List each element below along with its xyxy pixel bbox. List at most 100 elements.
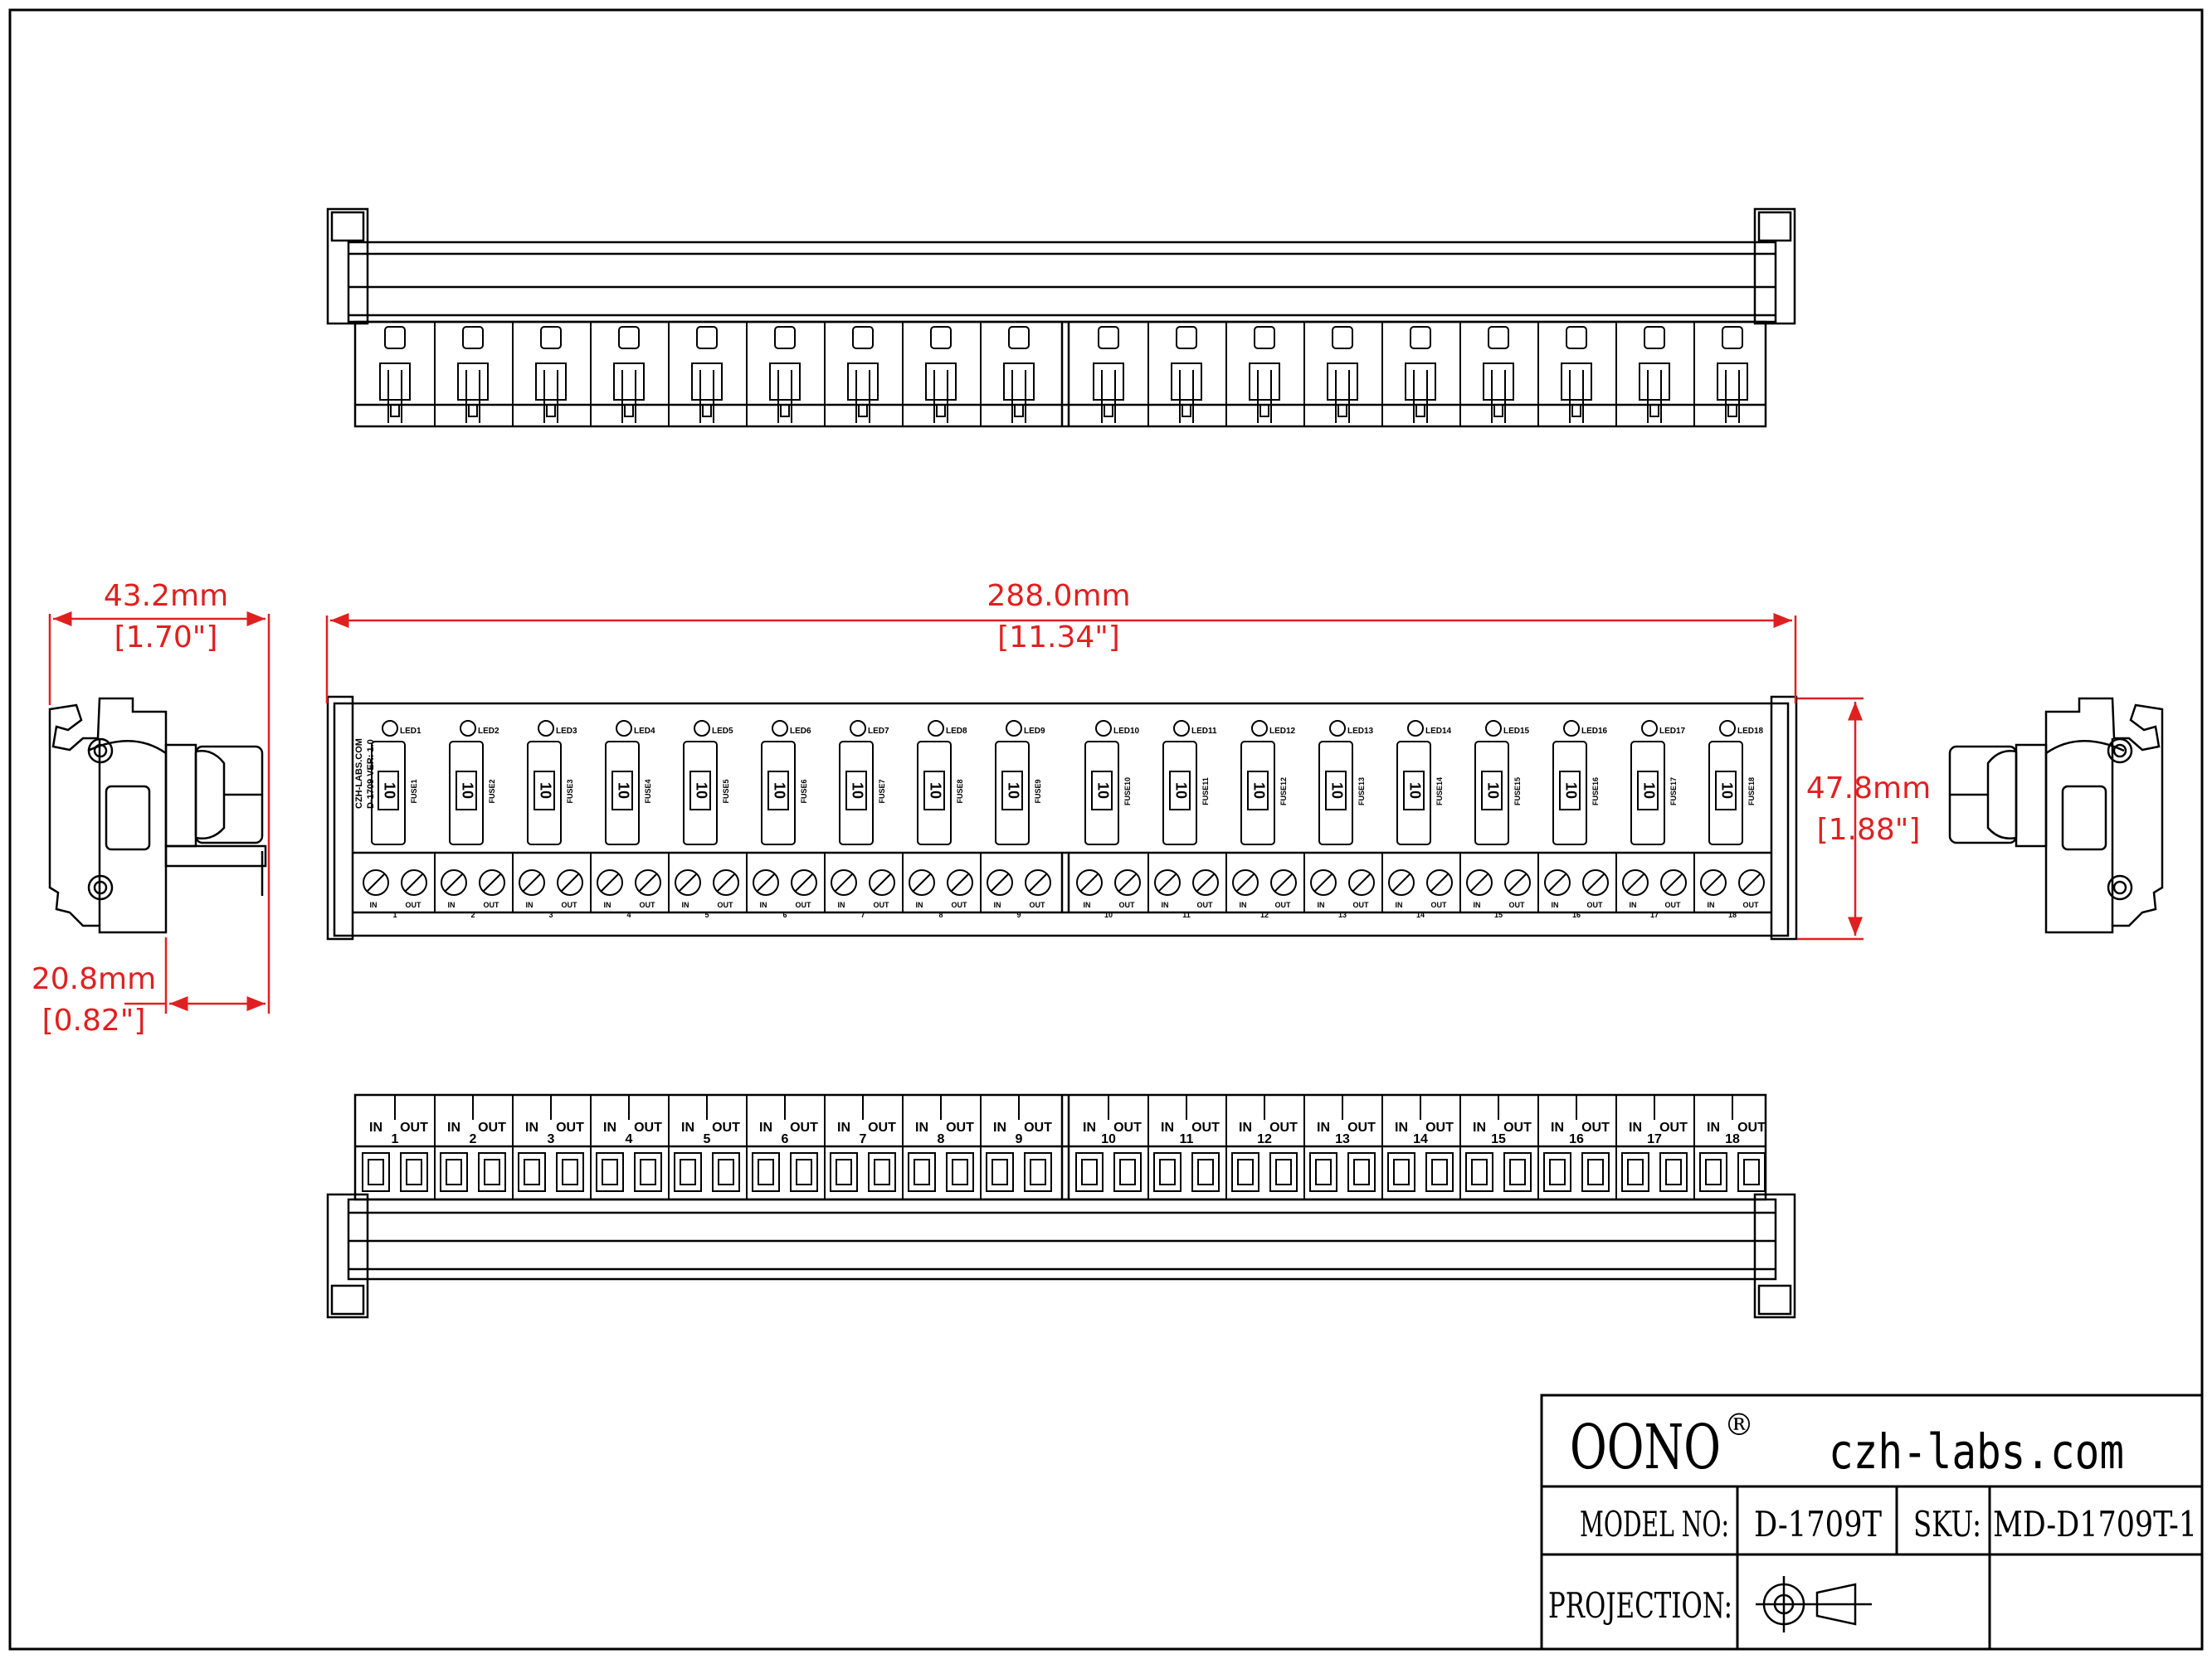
terminal-screw-icon xyxy=(1466,869,1493,896)
top-slot-cap xyxy=(1410,326,1431,349)
led-icon xyxy=(1251,720,1268,737)
bottom-channel-number: 2 xyxy=(470,1132,477,1146)
terminal-screw-icon xyxy=(713,869,739,896)
bottom-terminal-opening xyxy=(1581,1152,1610,1192)
bottom-in-label: IN xyxy=(1317,1121,1330,1135)
bottom-terminal-clamp xyxy=(1587,1159,1604,1185)
bottom-out-label: OUT xyxy=(1347,1121,1376,1135)
channel-number: 12 xyxy=(1260,911,1269,919)
in-label: IN xyxy=(448,901,456,909)
fuse-window xyxy=(1325,771,1347,810)
bottom-in-label: IN xyxy=(837,1121,850,1135)
bottom-terminal-clamp xyxy=(952,1159,968,1185)
bottom-terminal-opening xyxy=(674,1152,702,1192)
bottom-terminal-opening xyxy=(362,1152,390,1192)
fuse-label: FUSE4 xyxy=(644,779,652,803)
out-label: OUT xyxy=(796,901,812,909)
fuse-label: FUSE6 xyxy=(800,779,808,803)
terminal-screw-icon xyxy=(557,869,583,896)
bottom-out-label: OUT xyxy=(1737,1121,1766,1135)
top-view-slot xyxy=(590,322,645,426)
fuse-holder xyxy=(917,741,952,845)
brand-name: OONO xyxy=(1570,1412,1721,1483)
bottom-terminal-opening xyxy=(908,1152,936,1192)
terminal-screw-icon xyxy=(519,869,545,896)
terminal-screw-icon xyxy=(479,869,505,896)
left-side-view xyxy=(48,697,267,934)
channel-number: 13 xyxy=(1338,911,1347,919)
fuse-holder xyxy=(371,741,406,845)
fuse-window xyxy=(767,771,789,810)
top-slot-screw xyxy=(1493,404,1503,417)
bottom-in-label: IN xyxy=(1629,1121,1642,1135)
out-label: OUT xyxy=(484,901,500,909)
bottom-terminal-opening xyxy=(1387,1152,1415,1192)
in-label: IN xyxy=(838,901,845,909)
fuse-label: FUSE9 xyxy=(1034,779,1042,803)
top-view-slot xyxy=(980,322,1035,426)
bottom-out-label: OUT xyxy=(1269,1121,1298,1135)
out-label: OUT xyxy=(1275,901,1292,909)
top-slot-screw xyxy=(1259,404,1269,417)
bottom-terminal-clamp xyxy=(1743,1159,1760,1185)
top-view-slot xyxy=(824,322,879,426)
bottom-terminal-opening xyxy=(1113,1152,1142,1192)
drawing-border xyxy=(8,8,2204,1651)
screw-slot xyxy=(367,873,385,892)
fuse-holder xyxy=(1630,741,1665,845)
top-slot-screw xyxy=(1014,404,1024,417)
bottom-channel-number: 5 xyxy=(704,1132,711,1146)
terminal-screw-icon xyxy=(597,869,623,896)
bottom-out-label: OUT xyxy=(790,1121,818,1135)
fuse-window xyxy=(689,771,711,810)
bottom-out-label: OUT xyxy=(1191,1121,1220,1135)
bottom-channel-number: 14 xyxy=(1413,1132,1428,1146)
in-label: IN xyxy=(1552,901,1559,909)
screw-slot xyxy=(1314,873,1333,892)
led-label: LED13 xyxy=(1347,727,1374,736)
fuse-holder xyxy=(761,741,796,845)
top-slot-cap xyxy=(852,326,874,349)
front-view xyxy=(326,695,1798,941)
bottom-in-label: IN xyxy=(915,1121,928,1135)
screw-slot xyxy=(1430,873,1449,892)
fuse-label: FUSE16 xyxy=(1591,777,1600,805)
top-slot-clip xyxy=(691,362,723,401)
led-icon xyxy=(928,720,944,737)
screw-slot xyxy=(445,873,463,892)
board-company-label: CZH-LABS.COM xyxy=(354,738,364,809)
led-icon xyxy=(1641,720,1658,737)
bottom-terminal-clamp xyxy=(874,1159,890,1185)
led-icon xyxy=(1485,720,1502,737)
out-label: OUT xyxy=(1030,901,1046,909)
fuse-holder xyxy=(683,741,718,845)
top-slot-clip xyxy=(1249,362,1280,401)
bottom-terminal-clamp xyxy=(836,1159,852,1185)
terminal-screw-icon xyxy=(401,869,427,896)
top-view-slot xyxy=(746,322,801,426)
channel-number: 16 xyxy=(1572,911,1581,919)
fuse-holder xyxy=(527,741,562,845)
bottom-out-label: OUT xyxy=(1425,1121,1454,1135)
out-label: OUT xyxy=(952,901,968,909)
top-view-slot xyxy=(1303,322,1358,426)
fuse-window xyxy=(1559,771,1581,810)
bottom-terminal-clamp xyxy=(368,1159,384,1185)
terminal-screw-icon xyxy=(1582,869,1609,896)
screw-slot xyxy=(523,873,541,892)
top-slot-screw xyxy=(1649,404,1659,417)
terminal-screw-icon xyxy=(1232,869,1259,896)
screw-slot xyxy=(991,873,1009,892)
screw-slot xyxy=(1080,873,1099,892)
fuse-window xyxy=(456,771,477,810)
top-slot-clip xyxy=(1561,362,1592,401)
terminal-screw-icon xyxy=(791,869,817,896)
in-label: IN xyxy=(682,901,689,909)
bottom-channel-number: 15 xyxy=(1491,1132,1506,1146)
